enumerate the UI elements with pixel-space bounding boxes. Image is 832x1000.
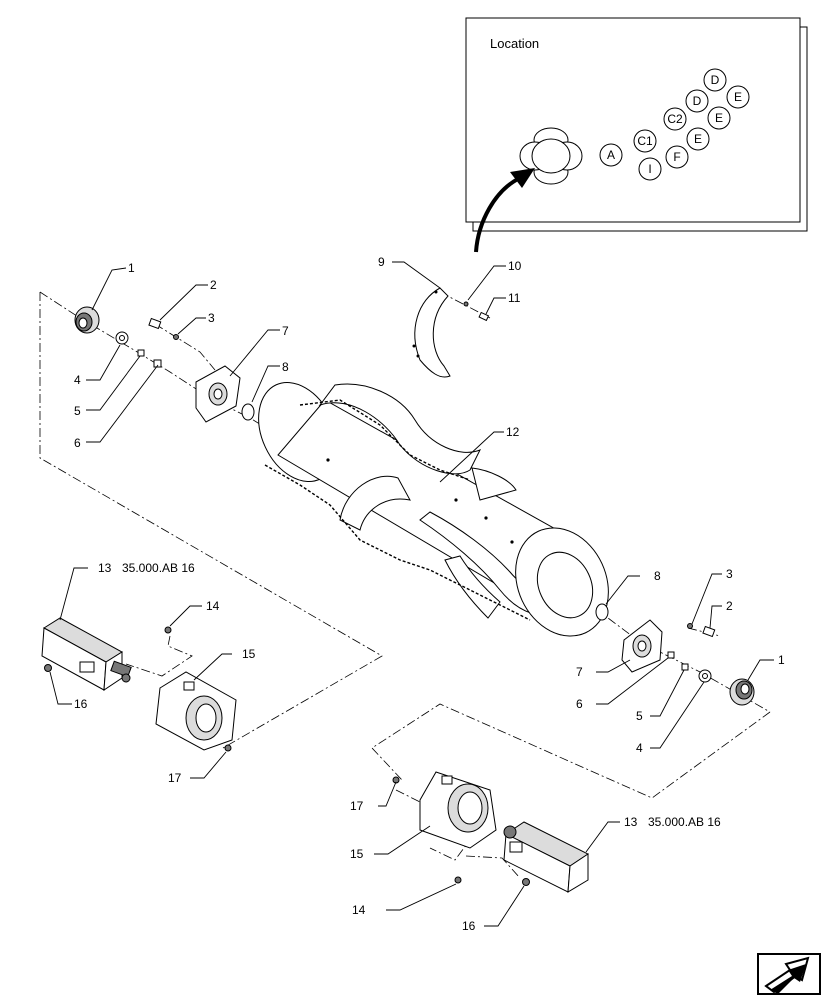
callout-8: 8 xyxy=(282,360,289,374)
flange-right xyxy=(621,619,663,673)
zone-c1: C1 xyxy=(633,129,657,153)
callout-17b: 17 xyxy=(350,799,364,813)
location-title: Location xyxy=(490,36,539,51)
callout-11: 11 xyxy=(508,291,521,305)
svg-text:D: D xyxy=(711,73,720,87)
callout-12: 12 xyxy=(506,425,520,439)
zone-e-mid: E xyxy=(707,106,731,130)
fastener-right-14 xyxy=(454,876,462,884)
fastener-left-17 xyxy=(224,744,232,752)
callouts: 1 2 3 4 5 6 7 8 9 10 11 12 13 35.000.AB … xyxy=(74,255,785,933)
callout-3b: 3 xyxy=(726,567,733,581)
zone-i: I xyxy=(638,157,662,181)
snap-ring-right xyxy=(595,603,609,621)
callout-2: 2 xyxy=(210,278,217,292)
callout-15: 15 xyxy=(242,647,256,661)
next-page-arrow-icon[interactable] xyxy=(757,953,821,995)
callout-5: 5 xyxy=(74,404,81,418)
ref-left-motor: 35.000.AB 16 xyxy=(122,561,195,575)
callout-15b: 15 xyxy=(350,847,364,861)
callout-3: 3 xyxy=(208,311,215,325)
fastener-left-16 xyxy=(44,664,52,672)
callout-13: 13 xyxy=(98,561,112,575)
snap-ring-left xyxy=(241,403,255,421)
callout-8b: 8 xyxy=(654,569,661,583)
callout-4: 4 xyxy=(74,373,81,387)
callout-9: 9 xyxy=(378,255,385,269)
scraper-blade xyxy=(412,287,451,378)
bolt-right xyxy=(687,623,716,638)
nut-left xyxy=(137,349,162,368)
zone-e-low: E xyxy=(686,127,710,151)
callout-14: 14 xyxy=(206,599,220,613)
callout-6b: 6 xyxy=(576,697,583,711)
motor-left xyxy=(41,617,132,691)
zone-e-top: E xyxy=(726,85,750,109)
scraper-hardware xyxy=(463,301,490,322)
zone-a: A xyxy=(599,143,623,167)
ref-right-motor: 35.000.AB 16 xyxy=(648,815,721,829)
motor-right xyxy=(503,821,589,893)
flange-left xyxy=(195,365,241,423)
location-arrow-icon xyxy=(474,168,535,253)
bolt-left xyxy=(148,317,179,340)
zone-d-lower: D xyxy=(685,89,709,113)
fastener-right-16 xyxy=(522,878,530,886)
callout-17: 17 xyxy=(168,771,182,785)
washer-right xyxy=(698,669,712,683)
svg-text:E: E xyxy=(694,132,702,146)
callout-14b: 14 xyxy=(352,903,366,917)
motor-mount-left xyxy=(155,671,237,751)
callout-13b: 13 xyxy=(624,815,638,829)
callout-1: 1 xyxy=(128,261,135,275)
nut-right xyxy=(667,651,689,671)
callout-4b: 4 xyxy=(636,741,643,755)
assembly-lines xyxy=(39,291,771,879)
location-panel: Location A C1 C2 D D E E E F I xyxy=(465,17,808,253)
svg-text:C2: C2 xyxy=(667,112,683,126)
fastener-left-14 xyxy=(164,626,172,634)
svg-text:A: A xyxy=(607,148,615,162)
svg-text:F: F xyxy=(673,150,680,164)
machine-outline-icon xyxy=(519,127,583,185)
svg-text:I: I xyxy=(648,162,651,176)
washer-left xyxy=(115,331,129,345)
zone-d-upper: D xyxy=(703,68,727,92)
leader-lines xyxy=(49,261,774,927)
callout-2b: 2 xyxy=(726,599,733,613)
svg-text:E: E xyxy=(734,90,742,104)
svg-text:D: D xyxy=(693,94,702,108)
zone-c2: C2 xyxy=(663,107,687,131)
callout-7b: 7 xyxy=(576,665,583,679)
callout-16b: 16 xyxy=(462,919,476,933)
bearing-right xyxy=(729,678,755,706)
callout-16: 16 xyxy=(74,697,88,711)
svg-text:E: E xyxy=(715,111,723,125)
svg-text:C1: C1 xyxy=(637,134,653,148)
callout-6: 6 xyxy=(74,436,81,450)
callout-7: 7 xyxy=(282,324,289,338)
bearing-left xyxy=(74,306,100,334)
auger-assembly xyxy=(258,381,609,637)
callout-1b: 1 xyxy=(778,653,785,667)
callout-5b: 5 xyxy=(636,709,643,723)
callout-10: 10 xyxy=(508,259,522,273)
zone-f: F xyxy=(665,145,689,169)
motor-mount-right xyxy=(419,771,497,849)
